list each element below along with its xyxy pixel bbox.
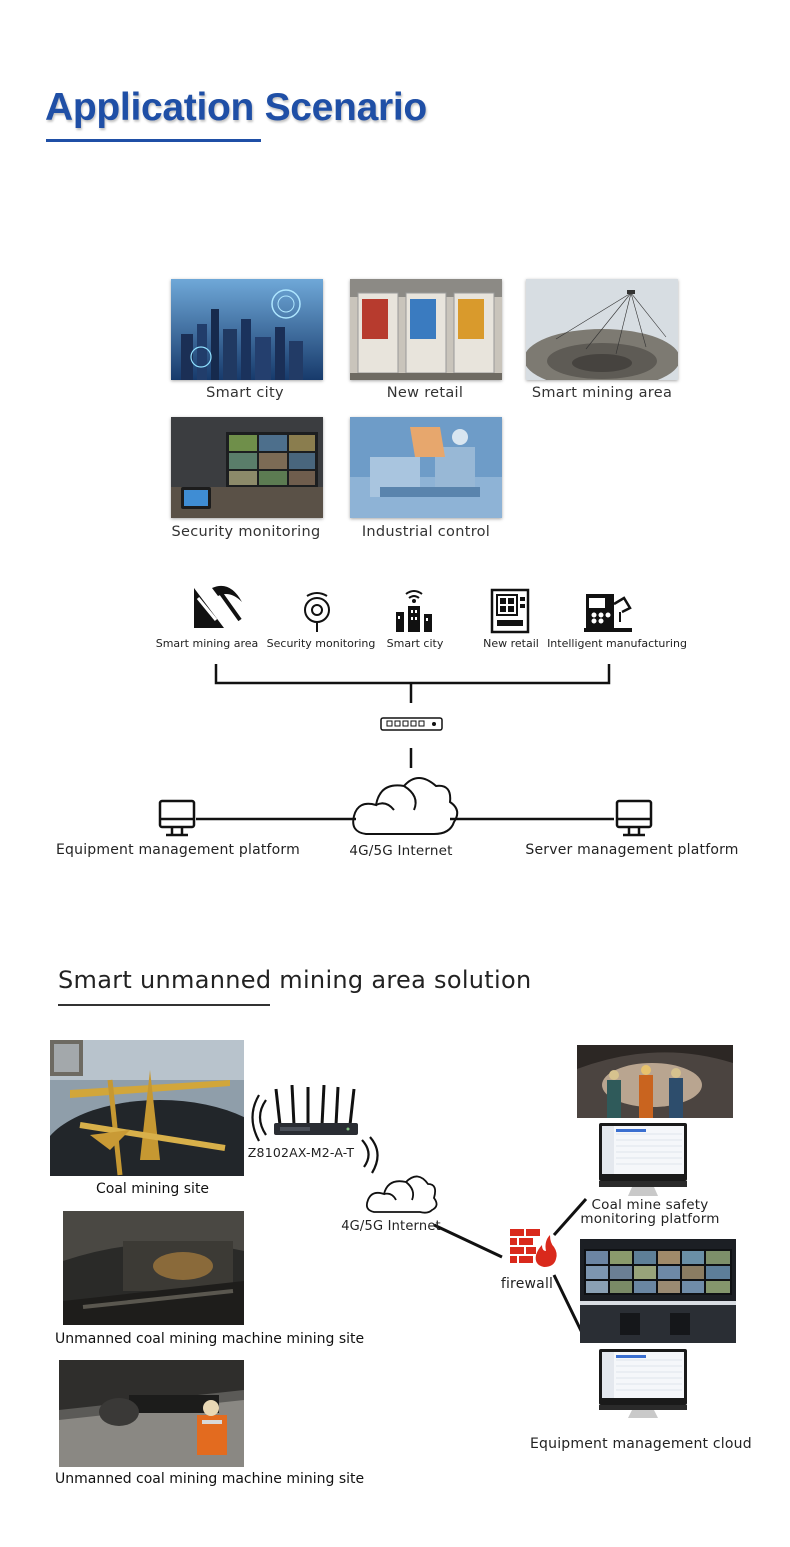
machine-icon (584, 594, 632, 632)
security-monitoring-image (171, 417, 323, 518)
mining-machine-site-image-2 (59, 1360, 244, 1467)
new-retail-image (350, 279, 502, 380)
firewall-icon (510, 1229, 557, 1267)
scenario-label-smart-mining: Smart mining area (531, 385, 673, 401)
site-label-coal-mining: Coal mining site (96, 1181, 210, 1197)
firewall-label: firewall (500, 1276, 554, 1292)
platform-top-line2: monitoring platform (580, 1211, 720, 1227)
router-model-label: Z8102AX-M2-A-T (247, 1145, 355, 1160)
control-room-image (580, 1239, 736, 1343)
solution-title-underline (58, 1004, 270, 1006)
left-platform-label: Equipment management platform (56, 842, 300, 858)
monitor-screen-bottom (599, 1349, 687, 1418)
solution-title: Smart unmanned mining area solution (58, 966, 532, 994)
mine-workers-image (577, 1045, 733, 1118)
scenario-label-smart-city: Smart city (206, 385, 284, 401)
site-label-mining-machine-1: Unmanned coal mining machine mining site (55, 1331, 365, 1347)
cloud-icon-small (365, 1175, 438, 1214)
smart-mining-image (526, 279, 678, 380)
platform-top-line1: Coal mine safety (591, 1197, 709, 1213)
city-icon (396, 590, 432, 632)
router-icon (251, 1085, 379, 1174)
mining-machine-site-image-1 (63, 1211, 244, 1325)
title-underline (46, 139, 261, 142)
site-label-mining-machine-2: Unmanned coal mining machine mining site (55, 1471, 365, 1487)
internet-label: 4G/5G Internet (349, 843, 453, 859)
pickaxe-icon (194, 585, 242, 628)
icon-label-security-monitoring: Security monitoring (266, 637, 376, 650)
icon-label-smart-mining: Smart mining area (155, 637, 259, 650)
platform-bottom-label: Equipment management cloud (530, 1436, 752, 1452)
smart-city-image (171, 279, 323, 380)
monitor-icon-right (615, 799, 653, 837)
scenario-label-security-monitoring: Security monitoring (171, 524, 321, 540)
right-platform-label: Server management platform (525, 842, 739, 858)
monitor-icon-left (158, 799, 196, 837)
page-title: Application Scenario (45, 86, 427, 129)
industrial-control-image (350, 417, 502, 518)
camera-icon (304, 592, 330, 632)
network-topology (158, 664, 653, 837)
icon-label-smart-city: Smart city (386, 637, 444, 650)
scenario-label-new-retail: New retail (386, 385, 464, 401)
monitor-screen-top (599, 1123, 687, 1196)
icon-label-intelligent-manufacturing: Intelligent manufacturing (547, 637, 687, 650)
cloud-icon (352, 777, 459, 835)
solution-network-lines (365, 1175, 503, 1259)
coal-mining-site-image (50, 1040, 244, 1176)
icon-label-new-retail: New retail (483, 637, 539, 650)
scenario-label-industrial-control: Industrial control (361, 524, 491, 540)
vending-machine-icon (490, 588, 530, 634)
solution-internet-label: 4G/5G Internet (341, 1219, 441, 1234)
switch-icon (380, 717, 443, 731)
